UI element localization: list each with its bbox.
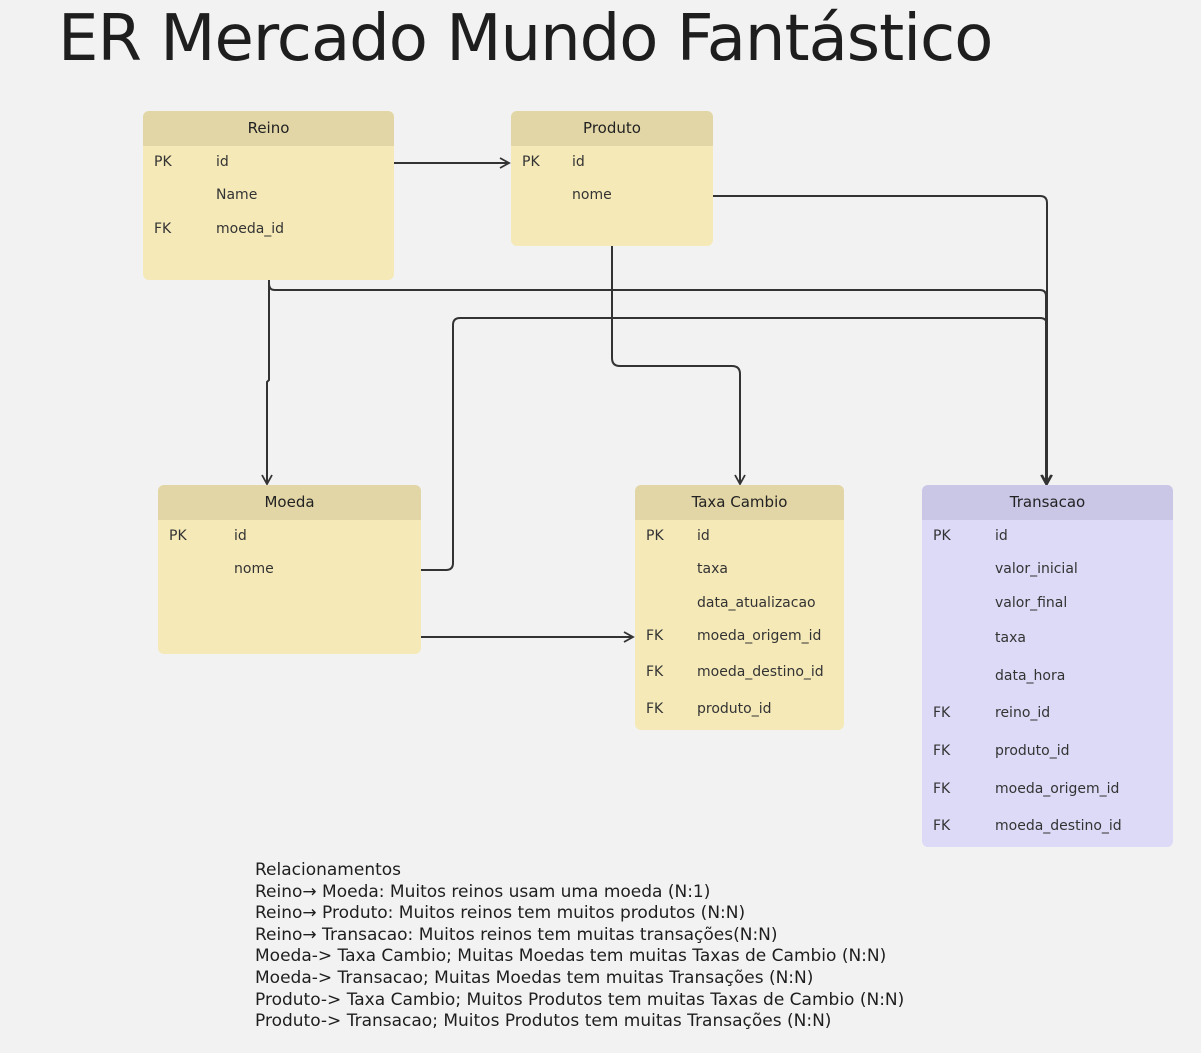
field-name: produto_id [697, 701, 772, 717]
field-name: moeda_id [216, 221, 285, 237]
diagram-title: ER Mercado Mundo Fantástico [58, 2, 993, 76]
entity-taxa-cambio[interactable]: Taxa Cambio PK id taxa data_atualizacao … [635, 485, 844, 730]
connector-reino-moeda [261, 280, 273, 486]
field-name: moeda_origem_id [995, 781, 1120, 797]
key-label: FK [933, 781, 951, 797]
field-name: taxa [697, 561, 728, 577]
field-name: id [995, 528, 1008, 544]
entity-transacao[interactable]: Transacao PK id valor_inicial valor_fina… [922, 485, 1173, 847]
field-name: Name [216, 187, 258, 203]
key-label: FK [646, 701, 664, 717]
entity-header: Moeda [158, 485, 421, 520]
key-label: PK [646, 528, 664, 544]
entity-header: Reino [143, 111, 394, 146]
field-name: taxa [995, 630, 1026, 646]
note-line: Moeda-> Transacao; Muitas Moedas tem mui… [255, 967, 814, 988]
notes-heading: Relacionamentos [255, 860, 402, 880]
key-label: FK [933, 743, 951, 759]
field-name: reino_id [995, 705, 1051, 721]
note-line: Reino→ Transacao: Muitos reinos tem muit… [255, 924, 778, 945]
field-name: nome [572, 187, 612, 203]
key-label: FK [933, 818, 951, 834]
field-name: valor_inicial [995, 561, 1078, 577]
key-label: FK [154, 221, 172, 237]
key-label: FK [646, 628, 664, 644]
entity-moeda[interactable]: Moeda PK id nome [158, 485, 421, 654]
field-name: id [572, 154, 585, 170]
entity-header: Taxa Cambio [635, 485, 844, 520]
connector-produto-transacao [713, 195, 1053, 486]
note-line: Reino→ Produto: Muitos reinos tem muitos… [255, 903, 746, 924]
connector-moeda-transacao [421, 317, 1053, 571]
key-label: FK [933, 705, 951, 721]
note-line: Produto-> Transacao; Muitos Produtos tem… [255, 1011, 832, 1032]
connector-produto-taxa [611, 246, 746, 486]
note-line: Moeda-> Taxa Cambio; Muitas Moedas tem m… [255, 946, 887, 967]
field-name: data_hora [995, 668, 1066, 684]
entity-header: Transacao [922, 485, 1173, 520]
field-name: id [234, 528, 247, 544]
key-label: PK [522, 154, 540, 170]
key-label: PK [933, 528, 951, 544]
field-name: nome [234, 561, 274, 577]
field-name: valor_final [995, 595, 1068, 611]
field-name: moeda_destino_id [995, 818, 1122, 834]
relationship-notes: Relacionamentos Reino→ Moeda: Muitos rei… [255, 860, 904, 1033]
field-name: data_atualizacao [697, 595, 816, 611]
note-line: Reino→ Moeda: Muitos reinos usam uma moe… [255, 881, 711, 902]
key-label: PK [169, 528, 187, 544]
field-name: id [697, 528, 710, 544]
connector-reino-transacao [268, 280, 1052, 486]
entity-produto[interactable]: Produto PK id nome [511, 111, 713, 246]
field-name: produto_id [995, 743, 1070, 759]
key-label: PK [154, 154, 172, 170]
note-line: Produto-> Taxa Cambio; Muitos Produtos t… [255, 989, 905, 1010]
key-label: FK [646, 664, 664, 680]
field-name: moeda_destino_id [697, 664, 824, 680]
field-name: id [216, 154, 229, 170]
entity-reino[interactable]: Reino PK id Name FK moeda_id [143, 111, 394, 280]
field-name: moeda_origem_id [697, 628, 822, 644]
entity-header: Produto [511, 111, 713, 146]
